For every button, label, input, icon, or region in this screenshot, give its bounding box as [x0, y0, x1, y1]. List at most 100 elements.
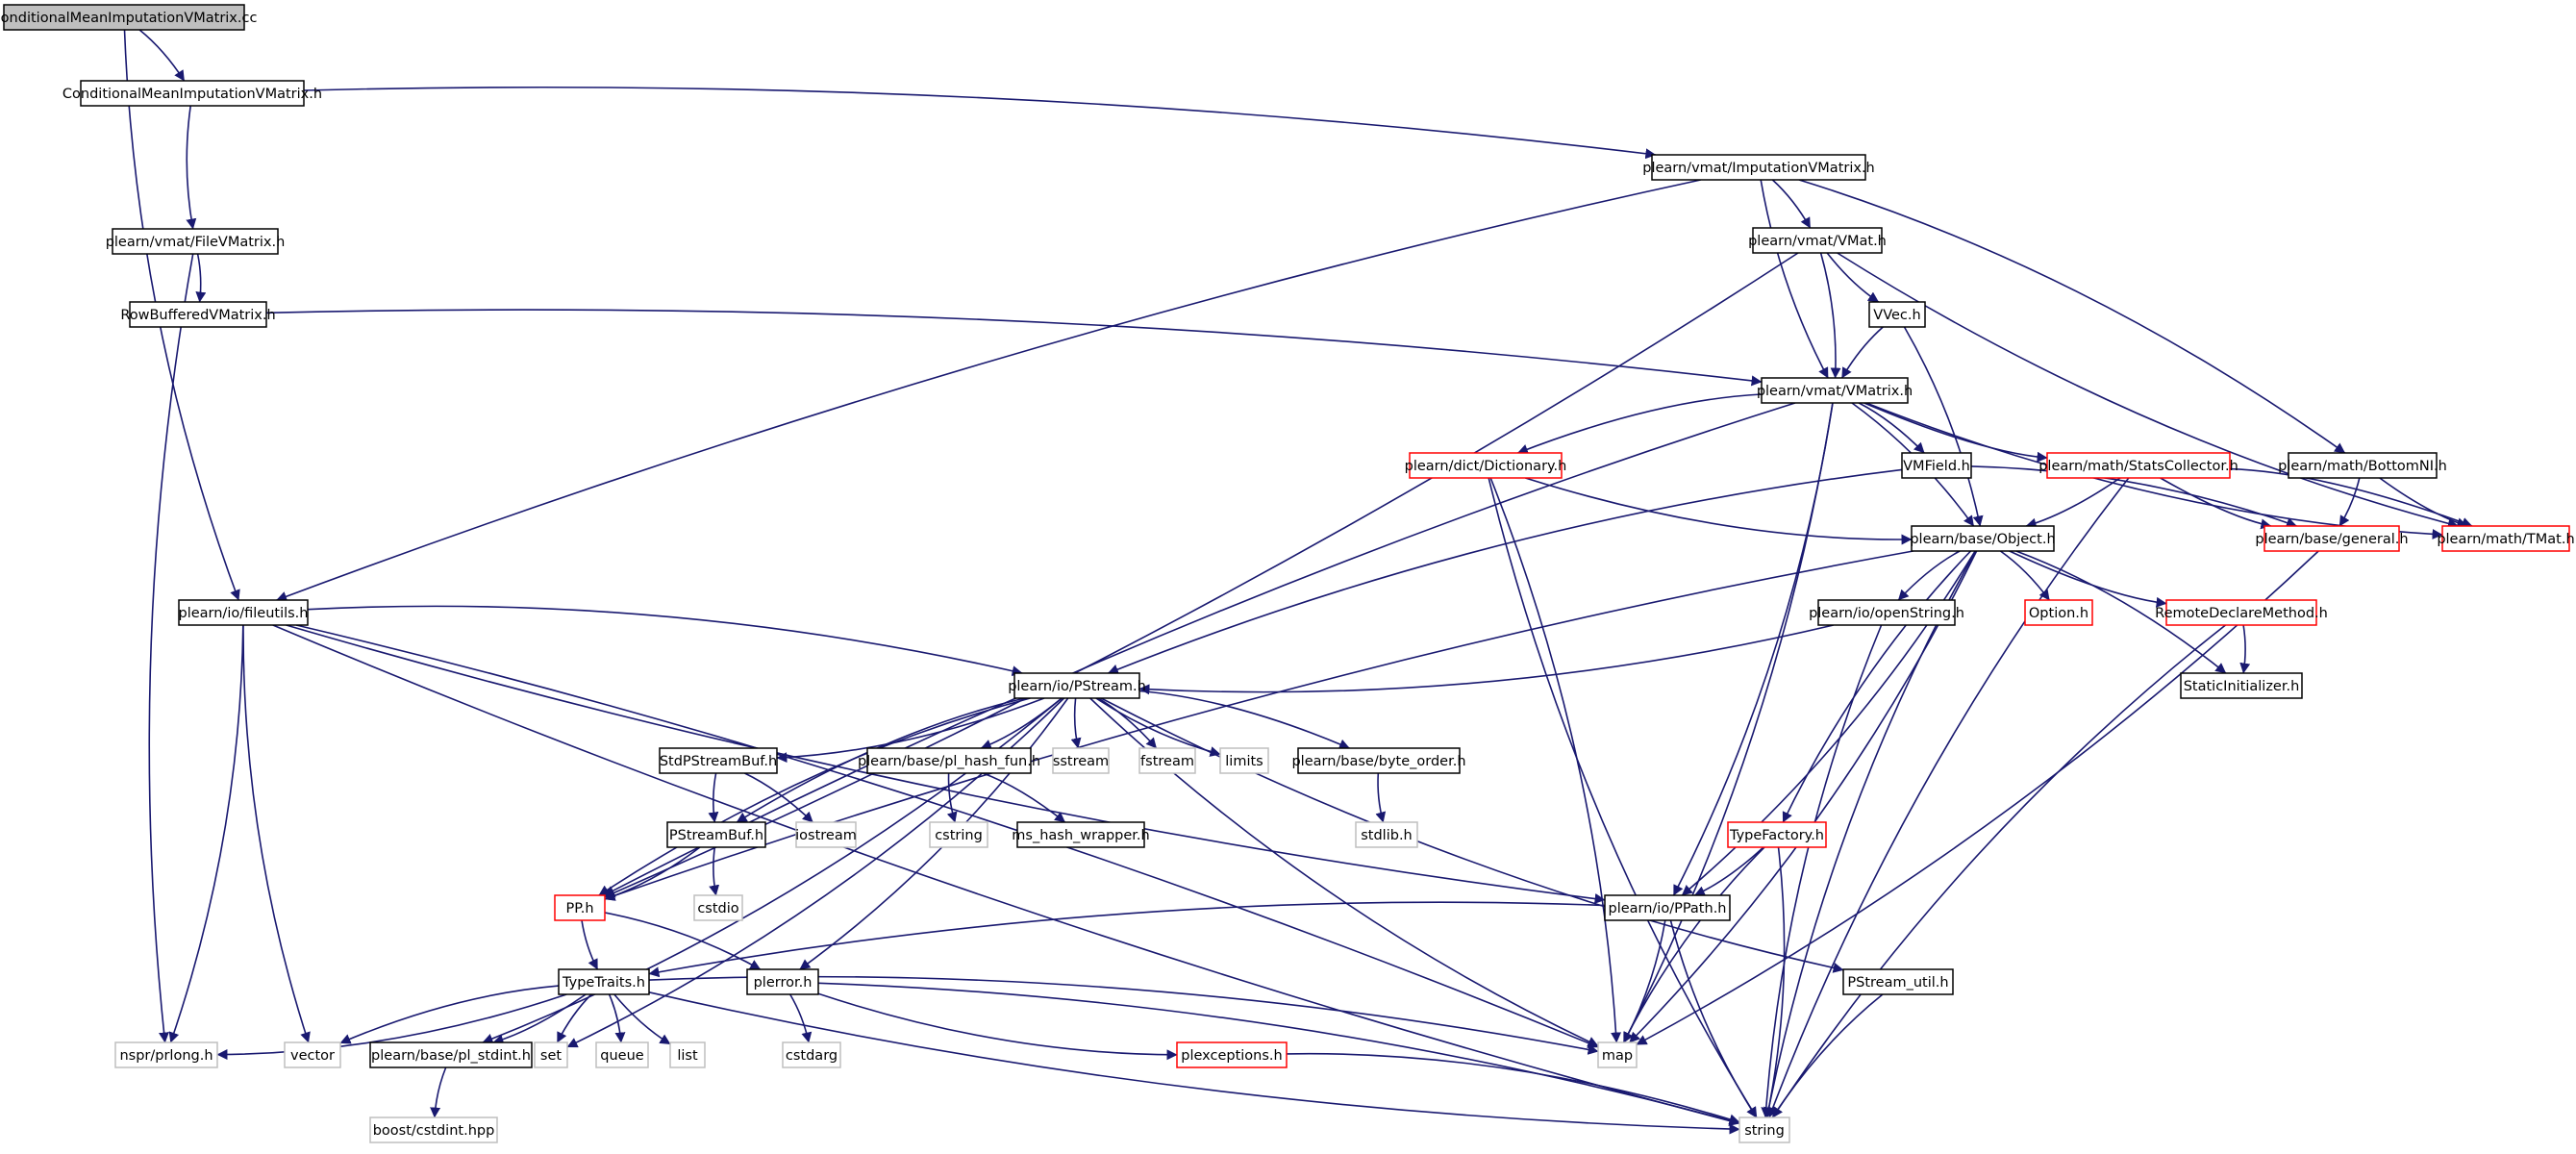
edge-typefactory-to-map — [1622, 846, 1765, 1043]
node-imputation[interactable]: plearn/vmat/ImputationVMatrix.h — [1642, 154, 1875, 181]
node-box — [1355, 821, 1418, 848]
node-pstreamutil[interactable]: PStream_util.h — [1842, 968, 1954, 995]
edge-pstream-to-sstream — [1070, 697, 1082, 749]
edge-arrow — [195, 253, 207, 303]
node-stdpstreambuf[interactable]: StdPStreamBuf.h — [659, 747, 778, 774]
node-label: plearn/vmat/VMat.h — [1748, 234, 1887, 249]
edge-arrow — [1819, 252, 1841, 379]
edge-object-to-remotedeclare — [2009, 550, 2167, 608]
node-box — [3, 4, 245, 31]
edge-arrow — [1999, 550, 2050, 601]
node-box — [782, 1041, 841, 1068]
node-tmat[interactable]: plearn/math/TMat.h — [2437, 525, 2575, 552]
node-label: sstream — [1053, 754, 1109, 769]
edge-cmivm_h-to-filevmatrix — [186, 105, 197, 230]
edge-arrow — [2379, 477, 2468, 529]
edge-object-to-option — [1999, 550, 2050, 601]
node-statscollector[interactable]: plearn/math/StatsCollector.h — [2038, 452, 2238, 479]
node-general[interactable]: plearn/base/general.h — [2255, 525, 2409, 552]
node-staticinit[interactable]: StaticInitializer.h — [2180, 672, 2303, 699]
node-label: nspr/prlong.h — [119, 1048, 213, 1064]
node-bottomnl[interactable]: plearn/math/BottomNI.h — [2278, 452, 2447, 479]
node-cstring: cstring — [929, 821, 988, 848]
edge-vmat-to-vmatrix — [1819, 252, 1841, 379]
edge-vmat-to-pp — [604, 252, 1799, 898]
node-box — [2288, 452, 2438, 479]
edge-vmfield-to-pstream — [1107, 468, 1903, 675]
node-plerror[interactable]: plerror.h — [746, 968, 819, 995]
edge-arrow — [1782, 550, 1972, 823]
edge-pstream-to-pstreambuf — [736, 697, 1025, 823]
node-pp[interactable]: PP.h — [554, 894, 606, 921]
node-fstream: fstream — [1138, 747, 1196, 774]
edge-arrow — [604, 252, 1799, 898]
edge-arrow — [648, 991, 1740, 1135]
node-plexceptions[interactable]: plexceptions.h — [1176, 1041, 1288, 1068]
node-vmatrix[interactable]: plearn/vmat/VMatrix.h — [1757, 377, 1913, 404]
node-vvec[interactable]: VVec.h — [1868, 301, 1926, 328]
edge-arrow — [1672, 402, 1834, 896]
edge-arrow — [744, 772, 813, 823]
node-byteorder[interactable]: plearn/base/byte_order.h — [1291, 747, 1466, 774]
node-mshash[interactable]: ms_hash_wrapper.h — [1012, 821, 1150, 848]
edge-arrow — [2015, 550, 2227, 674]
node-option[interactable]: Option.h — [2024, 599, 2093, 626]
node-fileutils[interactable]: plearn/io/fileutils.h — [178, 599, 309, 626]
node-label: plearn/math/StatsCollector.h — [2038, 459, 2238, 474]
node-object[interactable]: plearn/base/Object.h — [1910, 525, 2056, 552]
node-label: plearn/math/TMat.h — [2437, 532, 2574, 547]
node-pstreambuf[interactable]: PStreamBuf.h — [666, 821, 766, 848]
node-cmivm-h[interactable]: ConditionalMeanImputationVMatrix.h — [63, 80, 322, 107]
edge-arrow — [307, 605, 1023, 677]
node-remotedeclare[interactable]: RemoteDeclareMethod.h — [2155, 599, 2328, 626]
edge-arrow — [1107, 468, 1903, 675]
node-label: vector — [290, 1048, 335, 1064]
edge-pstreambuf-to-cstdio — [709, 846, 720, 896]
edge-imputation-to-bottomnl — [1798, 179, 2346, 454]
node-box — [80, 80, 305, 107]
node-box — [795, 821, 857, 848]
edge-fileutils-to-vector — [242, 624, 311, 1043]
node-box — [2165, 599, 2317, 626]
edge-arrow — [1669, 919, 1758, 1118]
node-pstream[interactable]: plearn/io/PStream.h — [1008, 672, 1146, 699]
node-label: fstream — [1140, 754, 1194, 769]
edge-vmatrix-to-pp — [603, 402, 1796, 896]
edge-vmatrix-to-dictionary — [1516, 393, 1763, 455]
edge-hashfun-to-cstring — [946, 772, 958, 823]
node-label: plearn/vmat/VMatrix.h — [1757, 384, 1913, 399]
node-openstring[interactable]: plearn/io/openString.h — [1809, 599, 1964, 626]
edge-object-to-map — [1629, 550, 1978, 1043]
node-label: plearn/base/byte_order.h — [1291, 754, 1465, 769]
node-label: RemoteDeclareMethod.h — [2155, 606, 2328, 621]
dependency-edges — [123, 29, 2473, 1135]
node-label: RowBufferedVMatrix.h — [120, 308, 275, 323]
node-label: plearn/io/PStream.h — [1008, 679, 1146, 694]
node-plstdint[interactable]: plearn/base/pl_stdint.h — [369, 1041, 533, 1068]
edge-pstream-to-fstream — [1097, 697, 1158, 749]
node-box — [1013, 672, 1140, 699]
node-dictionary[interactable]: plearn/dict/Dictionary.h — [1405, 452, 1567, 479]
node-label: map — [1602, 1048, 1633, 1064]
edge-byteorder-to-stdlib — [1375, 772, 1387, 823]
node-label: PStreamBuf.h — [669, 828, 763, 843]
node-box — [2263, 525, 2400, 552]
edge-arrow — [492, 993, 587, 1045]
node-label: cstdarg — [786, 1048, 838, 1064]
node-vmfield[interactable]: VMField.h — [1901, 452, 1972, 479]
node-label: VVec.h — [1873, 308, 1920, 323]
node-hashfun[interactable]: plearn/base/pl_hash_fun.h — [858, 747, 1040, 774]
node-rowbuffered[interactable]: RowBufferedVMatrix.h — [120, 301, 276, 328]
node-box — [534, 1041, 568, 1068]
node-vmat[interactable]: plearn/vmat/VMat.h — [1748, 227, 1887, 254]
node-box — [1597, 1041, 1638, 1068]
node-box — [1901, 452, 1972, 479]
node-ppath[interactable]: plearn/io/PPath.h — [1604, 894, 1731, 921]
edge-arrow — [598, 697, 1031, 896]
node-box — [1651, 154, 1866, 181]
node-box — [1219, 747, 1269, 774]
node-filevmatrix[interactable]: plearn/vmat/FileVMatrix.h — [106, 228, 286, 255]
node-typetraits[interactable]: TypeTraits.h — [558, 968, 650, 995]
node-typefactory[interactable]: TypeFactory.h — [1727, 821, 1827, 848]
edge-pstream-to-pstreamutil — [1100, 697, 1844, 973]
